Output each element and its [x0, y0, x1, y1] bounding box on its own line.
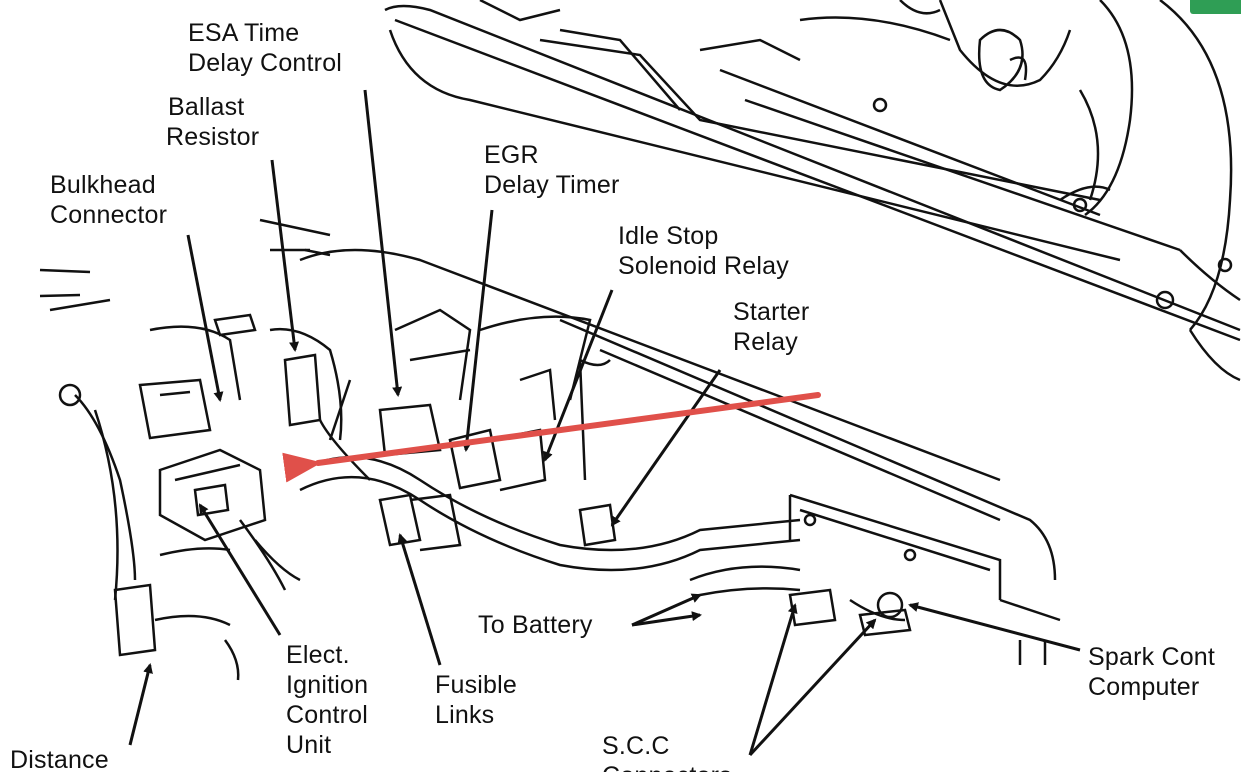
label-ballast-resistor: Ballast Resistor	[166, 93, 260, 151]
label-egr-delay-timer: EGR Delay Timer	[484, 141, 620, 199]
label-idle-stop-solenoid-relay: Idle Stop Solenoid Relay	[618, 222, 789, 280]
label-esa-time-delay-control: ESA Time Delay Control	[188, 19, 343, 77]
callout-leaders	[128, 89, 1081, 757]
label-fusible-links: Fusible Links	[435, 671, 517, 729]
label-spark-control-computer: Spark Cont Computer	[1088, 643, 1216, 701]
highlight-arrow	[282, 392, 821, 483]
label-distance: Distance	[10, 746, 109, 772]
label-bulkhead-connector: Bulkhead Connector	[50, 171, 168, 229]
label-starter-relay: Starter Relay	[733, 298, 810, 356]
label-elect-ignition-control-unit: Elect. Ignition Control Unit	[286, 641, 369, 759]
dashboard-structure	[384, 0, 1241, 382]
label-to-battery: To Battery	[478, 611, 593, 639]
corner-badge	[1190, 0, 1241, 14]
fender-structure	[39, 218, 1061, 665]
label-scc-connectors: S.C.C Connectors	[602, 732, 732, 772]
